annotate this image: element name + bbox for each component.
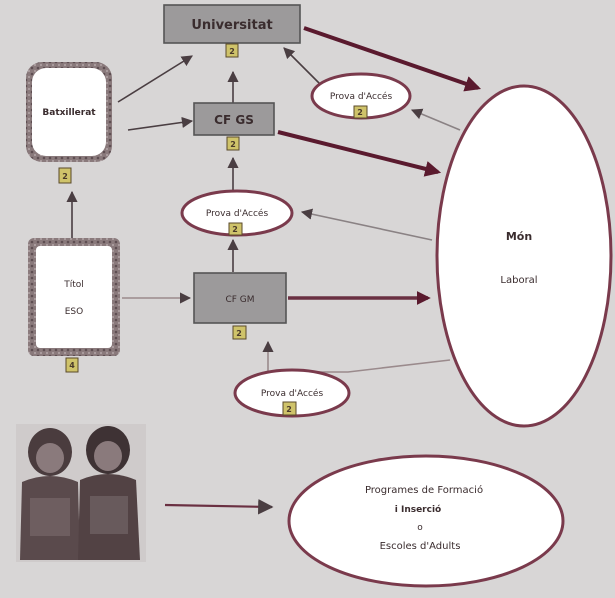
mon-label-line2: Laboral	[500, 275, 537, 286]
arrow-mon-to-prova-cfgm	[262, 340, 451, 373]
node-programes: Programes de Formació i Inserció o Escol…	[287, 454, 565, 588]
badge-prova-cfgs	[228, 222, 243, 236]
arrow-people-to-programes	[164, 499, 274, 515]
programes-line1: Programes de Formació	[365, 484, 483, 496]
universitat-label: Universitat	[191, 18, 272, 33]
node-batxillerat: Batxillerat 2	[26, 62, 112, 184]
eso-label-line1: Títol	[63, 280, 84, 290]
node-eso: Títol ESO 4	[28, 238, 120, 373]
batxillerat-label: Batxillerat	[42, 108, 96, 118]
badge-prova-cfgm	[282, 401, 297, 416]
node-mon-laboral: Món Laboral	[435, 84, 613, 428]
prova-univ-label: Prova d'Accés	[330, 91, 393, 102]
badge-eso	[65, 357, 79, 373]
node-prova-cfgs: Prova d'Accés 2	[180, 189, 294, 237]
eso-label-line2: ESO	[65, 307, 83, 317]
badge-prova-cfgm-text: 2	[286, 405, 292, 414]
badge-prova-univ	[353, 105, 368, 119]
arrow-cfgs-to-mon	[277, 130, 442, 177]
prova-cfgs-label: Prova d'Accés	[206, 208, 269, 219]
people-photo	[16, 424, 146, 562]
badge-cfgs-text: 2	[230, 140, 236, 149]
badge-eso-text: 4	[69, 361, 75, 370]
node-prova-univ: Prova d'Accés 2	[310, 72, 412, 120]
arrow-prova-to-univ	[283, 47, 321, 85]
badge-cfgm-text: 2	[236, 329, 242, 338]
badge-batxillerat	[58, 167, 72, 184]
programes-line2: i Inserció	[395, 504, 441, 515]
badge-batxillerat-text: 2	[62, 172, 68, 181]
badge-universitat	[225, 43, 239, 58]
badge-cfgm	[232, 325, 247, 340]
arrow-batx-to-cfgs	[127, 116, 194, 131]
programes-line4: Escoles d'Adults	[380, 541, 461, 552]
node-cfgs: CF GS 2	[193, 102, 275, 151]
cfgm-label: CF GM	[225, 295, 254, 305]
badge-universitat-text: 2	[229, 47, 235, 56]
badge-prova-univ-text: 2	[357, 108, 363, 117]
programes-line3: o	[417, 523, 423, 533]
arrow-univ-to-mon	[303, 26, 482, 92]
cfgs-label: CF GS	[214, 113, 254, 127]
arrow-mon-to-prova-univ	[410, 108, 461, 131]
node-universitat: Universitat 2	[163, 4, 301, 58]
prova-cfgm-label: Prova d'Accés	[261, 388, 324, 399]
badge-prova-cfgs-text: 2	[232, 225, 238, 234]
badge-cfgs	[226, 136, 240, 151]
mon-label-line1: Món	[506, 230, 532, 243]
arrow-mon-to-prova-cfgs	[300, 208, 433, 241]
node-cfgm: CF GM 2	[193, 272, 287, 340]
arrow-batx-to-univ	[117, 55, 193, 103]
node-prova-cfgm: Prova d'Accés 2	[233, 368, 351, 418]
connectors	[66, 26, 482, 515]
